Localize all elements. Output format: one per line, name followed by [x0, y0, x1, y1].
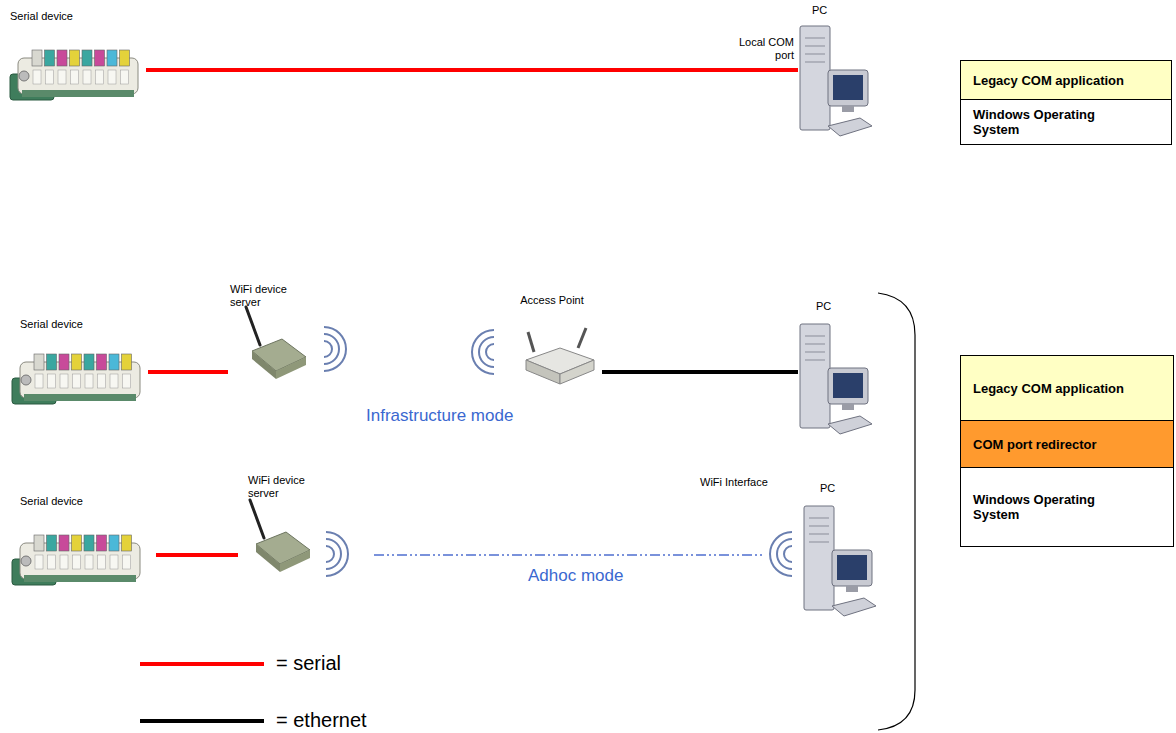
server-icon — [234, 301, 310, 379]
device-node: WiFi device server — [238, 474, 374, 578]
port-label: Local COM port — [738, 36, 794, 62]
mode-label: Infrastructure mode — [366, 406, 566, 426]
device-node: Serial device — [6, 493, 156, 589]
device-label: WiFi device server — [230, 283, 302, 309]
device-node: PC — [764, 482, 878, 622]
device-node: Serial device — [6, 316, 148, 412]
interface-label: WiFi Interface — [700, 476, 790, 489]
device-node: WiFi device server — [228, 283, 374, 383]
pc-icon — [802, 502, 878, 614]
software-layer-box: Windows Operating System — [960, 99, 1172, 145]
device-label: PC — [812, 4, 852, 17]
radio-waves — [764, 529, 794, 579]
software-layer-box: Legacy COM application — [960, 60, 1172, 100]
layer-label: Legacy COM application — [973, 381, 1161, 396]
radio-waves — [466, 327, 496, 377]
legend-line-sample — [140, 717, 264, 725]
serial-icon — [10, 521, 145, 587]
mode-label: Adhoc mode — [528, 566, 668, 586]
device-label: PC — [816, 300, 856, 313]
ethernet-cable — [602, 370, 798, 374]
layer-label: COM port redirector — [973, 437, 1161, 452]
software-layer-box: COM port redirector — [960, 420, 1174, 468]
legend-entry: = ethernet — [140, 709, 367, 732]
serial-cable — [156, 553, 238, 557]
serial-icon — [10, 340, 145, 406]
legend-text: = serial — [276, 652, 341, 675]
device-node: PC — [798, 300, 876, 440]
device-label: Serial device — [10, 10, 100, 23]
adhoc-link — [374, 554, 764, 556]
serial-cable — [148, 370, 228, 374]
layer-label: Legacy COM application — [973, 73, 1159, 88]
device-node: Serial device — [6, 6, 146, 106]
device-node: PC — [798, 2, 876, 140]
device-node: Access Point — [466, 294, 602, 386]
device-label: Access Point — [514, 294, 590, 307]
legend-entry: = serial — [140, 652, 341, 675]
ap-icon — [520, 328, 600, 384]
device-label: PC — [820, 482, 860, 495]
pc-icon — [798, 320, 874, 432]
bracket — [878, 293, 915, 730]
device-label: WiFi device server — [248, 474, 320, 500]
pc-icon — [798, 22, 874, 134]
server-icon — [238, 494, 314, 572]
radio-waves — [324, 529, 354, 579]
layer-label: Windows Operating System — [973, 107, 1123, 137]
device-label: Serial device — [20, 495, 110, 508]
radio-waves — [322, 324, 352, 374]
serial-cable — [146, 68, 798, 72]
device-label: Serial device — [20, 318, 110, 331]
layer-label: Windows Operating System — [973, 492, 1123, 522]
legend-text: = ethernet — [276, 709, 367, 732]
software-layer-box: Legacy COM application — [960, 355, 1174, 421]
serial-icon — [8, 36, 143, 102]
software-layer-box: Windows Operating System — [960, 467, 1174, 547]
legend-line-sample — [140, 660, 264, 668]
